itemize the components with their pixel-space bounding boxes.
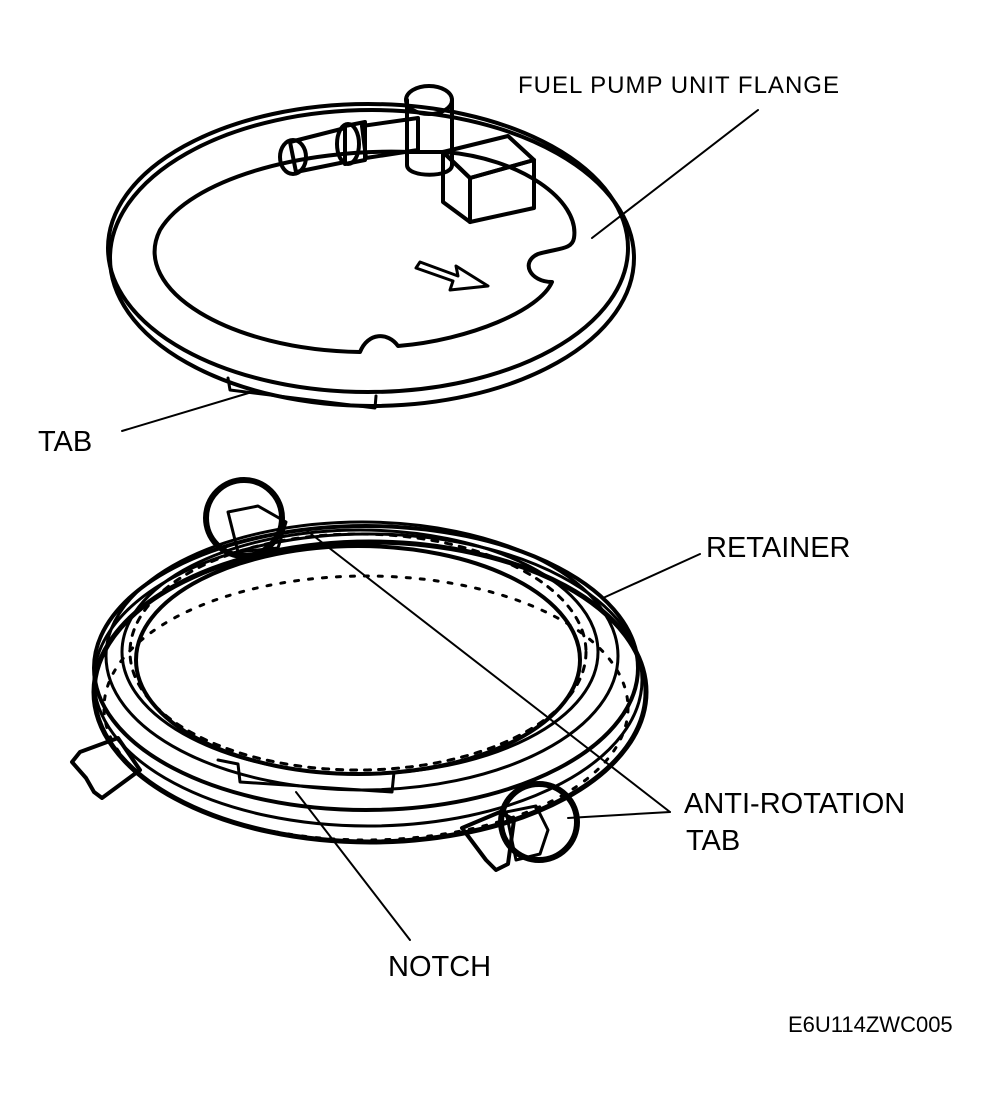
flange-fuel-pipe bbox=[278, 116, 420, 176]
anti-rotation-tab-label-line1: ANTI-ROTATION bbox=[684, 788, 906, 820]
tab-leader-line bbox=[121, 391, 253, 432]
tab-label: TAB bbox=[38, 426, 93, 458]
anti-rotation-tab-circle-top bbox=[203, 477, 285, 559]
figure-id-label: E6U114ZWC005 bbox=[788, 1012, 953, 1037]
flange-leader-line bbox=[591, 109, 759, 239]
flange-vertical-fitting bbox=[404, 84, 454, 177]
notch-label: NOTCH bbox=[388, 951, 492, 983]
retainer bbox=[70, 477, 649, 872]
retainer-leader-line bbox=[602, 553, 701, 599]
flange-electrical-connector bbox=[441, 134, 536, 224]
arrow-right-down-icon bbox=[414, 260, 490, 292]
retainer-label: RETAINER bbox=[706, 532, 851, 564]
anti-rotation-leader-line-b bbox=[567, 811, 671, 819]
fuel-pump-unit-flange bbox=[106, 84, 636, 410]
retainer-notch bbox=[216, 758, 396, 794]
anti-rotation-leader-line-a bbox=[305, 529, 671, 813]
anti-rotation-tab-circle-bottom bbox=[498, 781, 580, 863]
flange-tab bbox=[226, 376, 378, 410]
fuel-pump-unit-flange-label: FUEL PUMP UNIT FLANGE bbox=[518, 72, 840, 99]
flange-inner-opening bbox=[152, 149, 577, 354]
flange-top-face bbox=[106, 102, 630, 394]
notch-leader-line bbox=[295, 791, 411, 941]
flange-outer-rim bbox=[108, 108, 636, 408]
retainer-left-tab bbox=[70, 736, 142, 800]
anti-rotation-tab-label-line2: TAB bbox=[686, 825, 741, 857]
